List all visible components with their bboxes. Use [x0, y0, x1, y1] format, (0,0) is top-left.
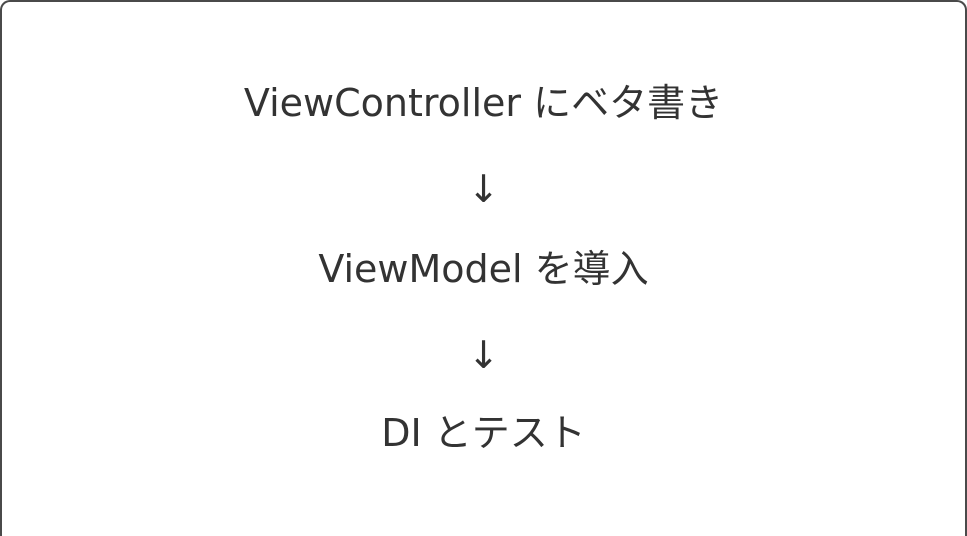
down-arrow-icon: ↓	[467, 333, 500, 377]
flow-step-viewcontroller: ViewController にベタ書き	[243, 81, 724, 125]
flow-step-di-test: DI とテスト	[381, 411, 586, 455]
down-arrow-icon: ↓	[467, 167, 500, 211]
flow-step-viewmodel: ViewModel を導入	[318, 247, 649, 291]
